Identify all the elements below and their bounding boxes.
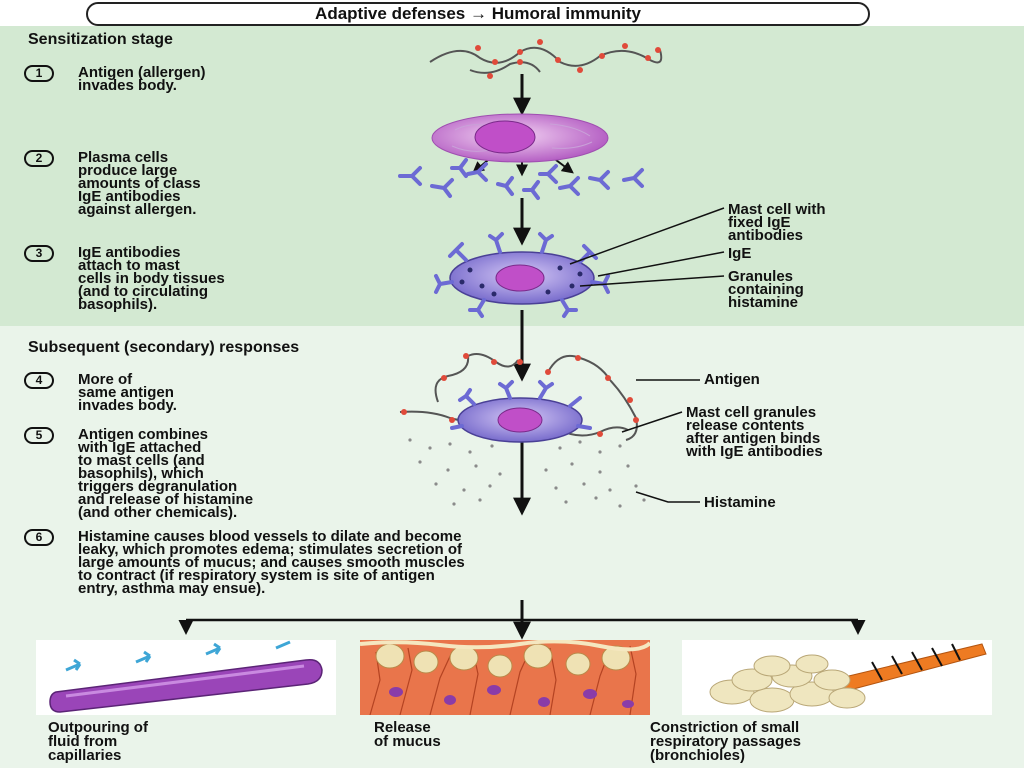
outcome-caption-3: Constriction of small respiratory passag… (650, 719, 801, 764)
alveoli-cluster (709, 654, 866, 713)
outcome-caption-2: Release of mucus (374, 719, 441, 750)
antigen-label: Antigen (704, 371, 760, 388)
step-number: 4 (24, 372, 54, 389)
histamine-label: Histamine (704, 494, 776, 511)
step-text: Plasma cells produce large amounts of cl… (78, 149, 201, 218)
step-text: Histamine causes blood vessels to dilate… (78, 528, 465, 597)
figure-title: Adaptive defenses → Humoral immunity (86, 2, 870, 26)
step-text: Antigen (allergen) invades body. (78, 64, 206, 94)
capillary-illustration (36, 640, 336, 715)
granules-release-label: Mast cell granules release contents afte… (686, 404, 823, 460)
mast-cell-label: Mast cell with fixed IgE antibodies (728, 201, 826, 244)
subsequent-heading: Subsequent (secondary) responses (28, 339, 300, 356)
mucus-illustration (360, 640, 650, 715)
step-number: 2 (24, 150, 54, 167)
outcome-caption-1: Outpouring of fluid from capillaries (48, 719, 148, 764)
step-number: 5 (24, 427, 54, 444)
bronchiole-tube (831, 643, 987, 693)
granules-label: Granules containing histamine (728, 268, 804, 311)
step-text: Antigen combines with IgE attached to ma… (78, 426, 254, 521)
sensitization-heading: Sensitization stage (28, 31, 173, 48)
step-number: 6 (24, 529, 54, 546)
step-number: 1 (24, 65, 54, 82)
step-text: More of same antigen invades body. (78, 371, 177, 414)
step-text: IgE antibodies attach to mast cells in b… (78, 244, 225, 313)
ige-label: IgE (728, 245, 752, 262)
bronchiole-illustration (682, 640, 992, 715)
step-number: 3 (24, 245, 54, 262)
